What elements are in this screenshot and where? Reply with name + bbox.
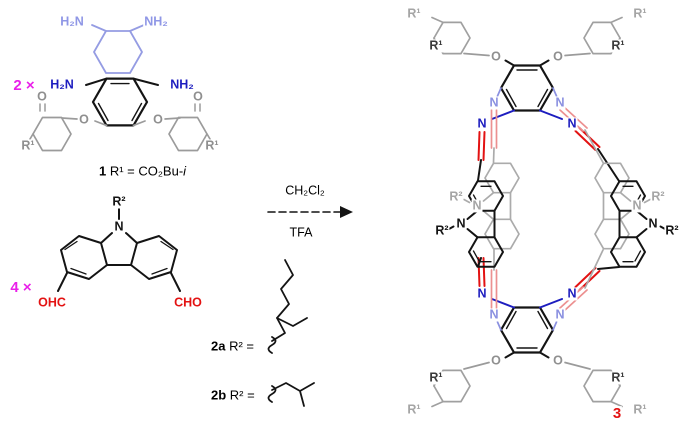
imine-nitrogen-label: N <box>554 95 566 110</box>
amine-top-right-label: NH₂ <box>143 14 169 29</box>
r2-substituent-label: R² <box>111 194 127 209</box>
r1-substituent-label: R¹ <box>20 138 36 153</box>
amine-top-left-label: H₂N <box>59 14 85 29</box>
ether-oxygen-label: O <box>552 353 564 368</box>
r1-definition-italic: i <box>183 163 187 179</box>
r1-substituent-label: R¹ <box>428 370 444 385</box>
r1-substituent-label: R¹ <box>406 6 422 21</box>
compound-1-caption: 1 R¹ = CO₂Bu-i <box>98 163 188 179</box>
r2-substituent-label: R² <box>650 189 666 204</box>
ether-oxygen-label: O <box>490 49 502 64</box>
imine-nitrogen-label: N <box>488 95 500 110</box>
imine-bonds-back <box>496 87 558 331</box>
amine-mid-right-label: NH₂ <box>169 77 195 92</box>
reagent-1-stoichiometry: 2 × <box>12 77 36 95</box>
r1-substituent-label: R¹ <box>406 402 422 417</box>
compound-2a-number: 2a <box>211 338 226 354</box>
r1-substituent-label: R¹ <box>610 38 626 53</box>
imine-nitrogen-label: N <box>566 116 578 131</box>
reagent-2-stoichiometry: 4 × <box>9 279 33 297</box>
imine-nitrogen-label: N <box>566 286 578 301</box>
compound-1-number: 1 <box>99 163 107 179</box>
r1-substituent-label: R¹ <box>204 138 220 153</box>
carbazole-nitrogen-label: N <box>113 219 125 234</box>
carbazole-nitrogen-label: N <box>455 216 467 231</box>
compound-1-skeleton <box>29 24 211 152</box>
compound-2b-number: 2b <box>211 387 227 403</box>
chain-2a <box>267 259 308 354</box>
carbazole-nitrogen-label: N <box>631 198 643 213</box>
chain-2b <box>267 382 315 407</box>
reaction-arrow <box>267 206 353 218</box>
ether-oxygen-label: O <box>36 89 48 104</box>
product-number: 3 <box>611 405 623 423</box>
ether-oxygen-label: O <box>552 49 564 64</box>
imine-connectors-front <box>477 148 620 270</box>
r2-substituent-label: R² <box>664 223 680 238</box>
r2-equals: R² = <box>226 387 255 403</box>
r1-substituent-label: R¹ <box>632 402 648 417</box>
r2-substituent-label: R² <box>434 223 450 238</box>
arrow-reagent-below: TFA <box>288 225 314 240</box>
r1-substituent-label: R¹ <box>632 6 648 21</box>
cage-top-cap <box>431 16 623 112</box>
compound-2-skeleton <box>57 208 181 292</box>
imine-nitrogen-label: N <box>554 307 566 322</box>
ether-oxygen-label: O <box>192 89 204 104</box>
r2-substituent-label: R² <box>448 189 464 204</box>
carbazole-back-left <box>463 162 520 250</box>
imine-double-bonds-back <box>490 106 588 312</box>
ether-oxygen-label: O <box>152 112 164 127</box>
imine-bonds-front <box>491 109 563 309</box>
arrow-reagent-above: CH₂Cl₂ <box>284 183 326 198</box>
carbazole-nitrogen-label: N <box>471 198 483 213</box>
ether-oxygen-label: O <box>78 112 90 127</box>
carbazole-nitrogen-label: N <box>647 216 659 231</box>
r1-definition: R¹ = CO₂Bu- <box>106 163 184 179</box>
imine-nitrogen-label: N <box>476 116 488 131</box>
aldehyde-left-label: OHC <box>37 295 67 310</box>
r2-equals: R² = <box>225 338 255 354</box>
aldehyde-right-label: CHO <box>173 295 203 310</box>
variant-2a-caption: 2a R² = <box>210 338 256 354</box>
imine-nitrogen-label: N <box>476 286 488 301</box>
imine-double-bonds-front <box>477 127 601 291</box>
variant-2b-caption: 2b R² = <box>210 387 256 403</box>
imine-connectors-back <box>492 129 604 289</box>
r1-substituent-label: R¹ <box>428 38 444 53</box>
amine-mid-left-label: H₂N <box>49 77 75 92</box>
ether-oxygen-label: O <box>490 353 502 368</box>
imine-nitrogen-label: N <box>488 307 500 322</box>
compound-3-skeleton <box>431 16 666 408</box>
r1-substituent-label: R¹ <box>610 370 626 385</box>
cage-bottom-cap <box>431 306 623 408</box>
